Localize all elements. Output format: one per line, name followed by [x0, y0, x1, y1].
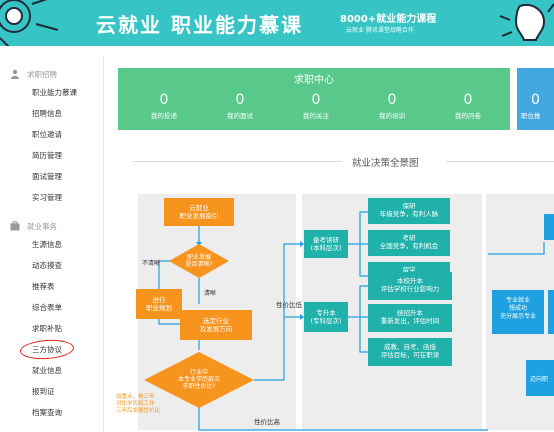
job-recommend-panel[interactable]: 0 职位推 — [517, 68, 554, 130]
sidebar-item-student-source[interactable]: 生源信息 — [32, 240, 62, 249]
job-center-title: 求职中心 — [294, 75, 334, 86]
section-job-search: 求职招聘 — [0, 66, 103, 82]
svg-text:专业就业想成功充分展示专业: 专业就业想成功充分展示专业 — [500, 296, 536, 320]
banner-subtitle: 8000+就业能力课程 — [340, 14, 437, 25]
sidebar-item-recruitment[interactable]: 招聘信息 — [32, 109, 62, 118]
svg-text:性价比低: 性价比低 — [276, 300, 303, 309]
svg-text:职业发展是否清晰?: 职业发展是否清晰? — [185, 253, 212, 268]
svg-text:备考读研(本科层次): 备考读研(本科层次) — [310, 235, 341, 252]
divider-left — [132, 161, 342, 162]
svg-text:保研年级竞争，有利人脉: 保研年级竞争，有利人脉 — [380, 201, 439, 218]
sidebar-item-forms[interactable]: 综合表单 — [32, 303, 62, 312]
svg-text:成教、自考、函授评估目标，可在职读: 成教、自考、函授评估目标，可在职读 — [381, 342, 440, 359]
divider-right — [446, 161, 554, 162]
svg-text:选定行业及发展方向: 选定行业及发展方向 — [200, 316, 233, 333]
banner-partner: 云就业 腾讯课堂战略合作 — [346, 27, 414, 34]
lightbulb-icon — [499, 3, 554, 41]
sidebar-item-subsidy[interactable]: 求职补贴 — [32, 324, 62, 333]
sidebar-item-archive[interactable]: 档案查询 — [32, 408, 62, 417]
svg-text:专升本(专科层次): 专升本(专科层次) — [310, 308, 341, 325]
sidebar-item-resume[interactable]: 简历管理 — [32, 151, 62, 160]
sidebar: 求职招聘 职业能力慕课 招聘信息 职位邀请 简历管理 面试管理 实习管理 就业事… — [0, 56, 104, 432]
svg-text:云就业职业发展指引: 云就业职业发展指引 — [180, 203, 219, 220]
briefcase-icon — [10, 221, 20, 231]
svg-text:行业中本专业学历层次求职性价比?: 行业中本专业学历层次求职性价比? — [178, 368, 220, 390]
svg-text:迈向职: 迈向职 — [530, 375, 548, 383]
svg-text:考研全国竞争，有利机会: 考研全国竞争，有利机会 — [380, 234, 439, 250]
section-employment-affairs: 就业事务 — [0, 218, 103, 234]
svg-text:进行职业规划: 进行职业规划 — [146, 295, 172, 312]
sidebar-item-tripartite-agreement[interactable]: 三方协议 — [0, 338, 103, 361]
section-label: 就业事务 — [27, 221, 57, 231]
svg-text:不清晰: 不清晰 — [142, 259, 160, 267]
sidebar-item-interview[interactable]: 面试管理 — [32, 172, 62, 181]
clarity-decision — [169, 244, 229, 278]
svg-text:统招升本重新发出，评估时间: 统招升本重新发出，评估时间 — [381, 308, 440, 325]
course-banner[interactable]: 云就业 职业能力慕课 8000+就业能力课程 云就业 腾讯课堂战略合作 — [0, 0, 554, 46]
svg-text:如重点，看三年对比学历和工作三年后发展性价比: 如重点，看三年对比学历和工作三年后发展性价比 — [116, 392, 161, 414]
sidebar-item-internship[interactable]: 实习管理 — [32, 193, 62, 202]
panorama-title: 就业决策全景图 — [352, 158, 419, 169]
svg-text:清晰: 清晰 — [204, 289, 216, 297]
start-node — [164, 198, 234, 226]
svg-text:本校升本评估学校行业影响力: 本校升本评估学校行业影响力 — [381, 276, 440, 293]
sidebar-item-report-card[interactable]: 报到证 — [32, 387, 55, 396]
sidebar-item-invitations[interactable]: 职位邀请 — [32, 130, 62, 139]
section-label: 求职招聘 — [27, 69, 57, 79]
doodle-decoration-icon — [0, 0, 59, 46]
sidebar-item-survey[interactable]: 动态摸查 — [32, 261, 62, 270]
sidebar-item-mooc[interactable]: 职业能力慕课 — [32, 88, 77, 97]
sidebar-item-recommendation[interactable]: 推荐表 — [32, 282, 55, 291]
svg-text:性价比高: 性价比高 — [254, 417, 281, 426]
sidebar-item-employment-info[interactable]: 就业信息 — [32, 366, 62, 375]
user-icon — [11, 69, 19, 79]
decision-flowchart: 云就业职业发展指引 职业发展是否清晰? 不清晰 清晰 进行职业规划 选定行业及发… — [116, 194, 554, 431]
banner-title: 云就业 职业能力慕课 — [96, 13, 303, 37]
